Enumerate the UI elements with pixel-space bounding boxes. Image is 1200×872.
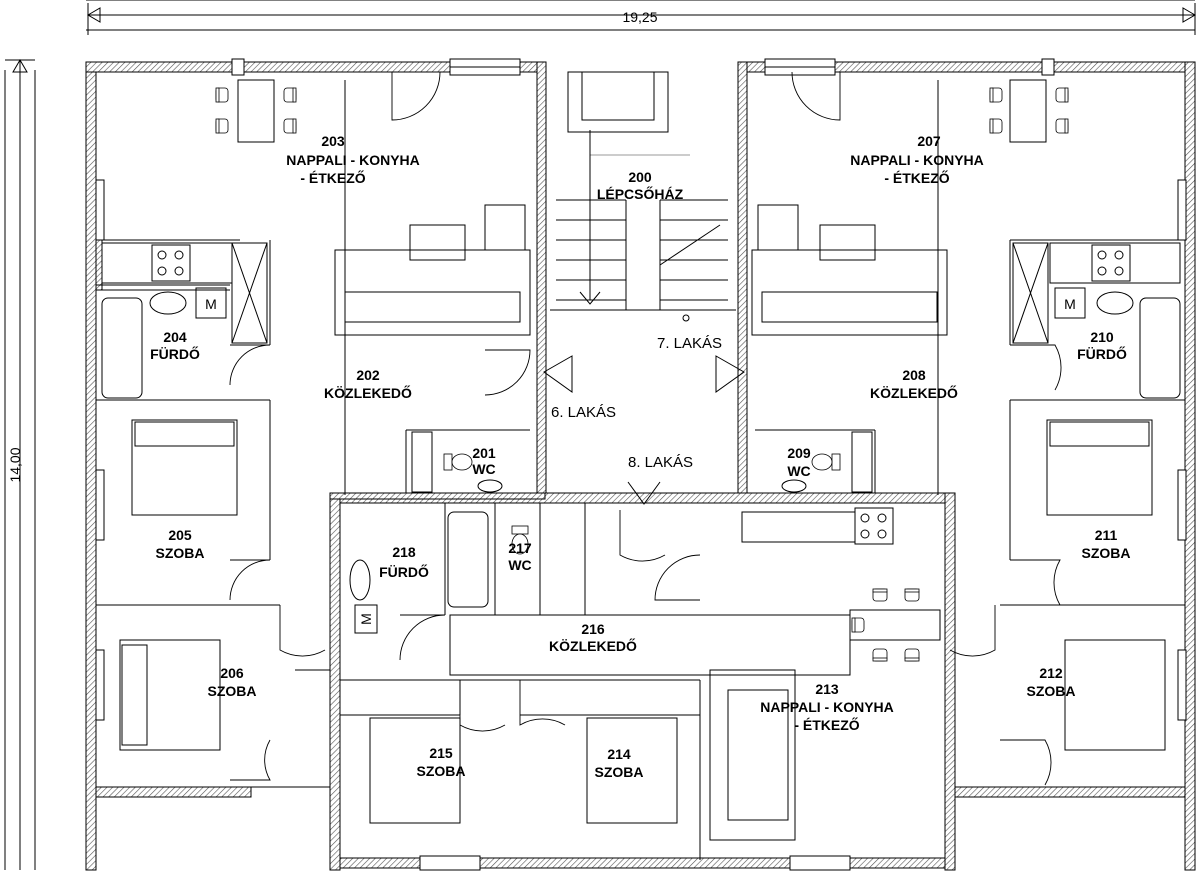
room-203-name2: - ÉTKEZŐ: [300, 169, 365, 186]
room-202-name: KÖZLEKEDŐ: [324, 384, 412, 401]
room-215-name: SZOBA: [417, 763, 466, 779]
furniture: M M: [101, 79, 1181, 841]
apartment-7-label: 7. LAKÁS: [657, 335, 722, 352]
room-216-number: 216: [581, 621, 605, 637]
room-206-number: 206: [220, 665, 244, 681]
room-labels: 200 LÉPCSŐHÁZ 201 WC 202 KÖZLEKEDŐ 203 N…: [150, 133, 1130, 780]
room-205-name: SZOBA: [156, 545, 205, 561]
room-201-name: WC: [472, 461, 495, 477]
room-209-number: 209: [787, 445, 811, 461]
room-211-name: SZOBA: [1082, 545, 1131, 561]
apartment-6-label: 6. LAKÁS: [551, 404, 616, 421]
room-213-name2: - ÉTKEZŐ: [794, 716, 859, 733]
room-207-name: NAPPALI - KONYHA: [850, 152, 984, 168]
room-214-number: 214: [607, 746, 631, 762]
room-201-number: 201: [472, 445, 496, 461]
washing-machine-label-left: M: [205, 296, 217, 312]
partitions: [96, 80, 1185, 860]
room-209-name: WC: [787, 463, 810, 479]
left-dimension: [4, 59, 36, 870]
apartment-8-label: 8. LAKÁS: [628, 454, 693, 471]
room-210-name: FÜRDŐ: [1077, 345, 1127, 362]
room-203-name: NAPPALI - KONYHA: [286, 152, 420, 168]
room-213-name: NAPPALI - KONYHA: [760, 699, 894, 715]
room-207-number: 207: [917, 133, 941, 149]
windows: [95, 58, 1187, 871]
room-218-name: FÜRDŐ: [379, 563, 429, 580]
top-dimension: [86, 0, 1196, 35]
walls: [85, 61, 1196, 871]
room-204-number: 204: [163, 329, 187, 345]
room-200-number: 200: [628, 169, 652, 185]
room-208-number: 208: [902, 367, 926, 383]
room-203-number: 203: [321, 133, 345, 149]
room-208-name: KÖZLEKEDŐ: [870, 384, 958, 401]
room-217-name: WC: [508, 557, 531, 573]
room-204-name: FÜRDŐ: [150, 345, 200, 362]
room-216-name: KÖZLEKEDŐ: [549, 637, 637, 654]
stairwell: [543, 71, 745, 505]
height-dimension: 14,00: [7, 447, 23, 482]
washing-machine-label-center: M: [358, 613, 374, 625]
room-206-name: SZOBA: [208, 683, 257, 699]
room-212-name: SZOBA: [1027, 683, 1076, 699]
room-200-name: LÉPCSŐHÁZ: [597, 185, 684, 202]
room-214-name: SZOBA: [595, 764, 644, 780]
washing-machine-label-right: M: [1064, 296, 1076, 312]
width-dimension: 19,25: [622, 9, 657, 25]
room-211-number: 211: [1095, 527, 1118, 543]
room-202-number: 202: [356, 367, 380, 383]
room-218-number: 218: [392, 544, 416, 560]
room-205-number: 205: [168, 527, 192, 543]
room-207-name2: - ÉTKEZŐ: [884, 169, 949, 186]
room-212-number: 212: [1039, 665, 1063, 681]
room-213-number: 213: [815, 681, 839, 697]
room-215-number: 215: [429, 745, 453, 761]
room-210-number: 210: [1090, 329, 1114, 345]
doors: [229, 71, 1062, 786]
room-217-number: 217: [508, 540, 532, 556]
